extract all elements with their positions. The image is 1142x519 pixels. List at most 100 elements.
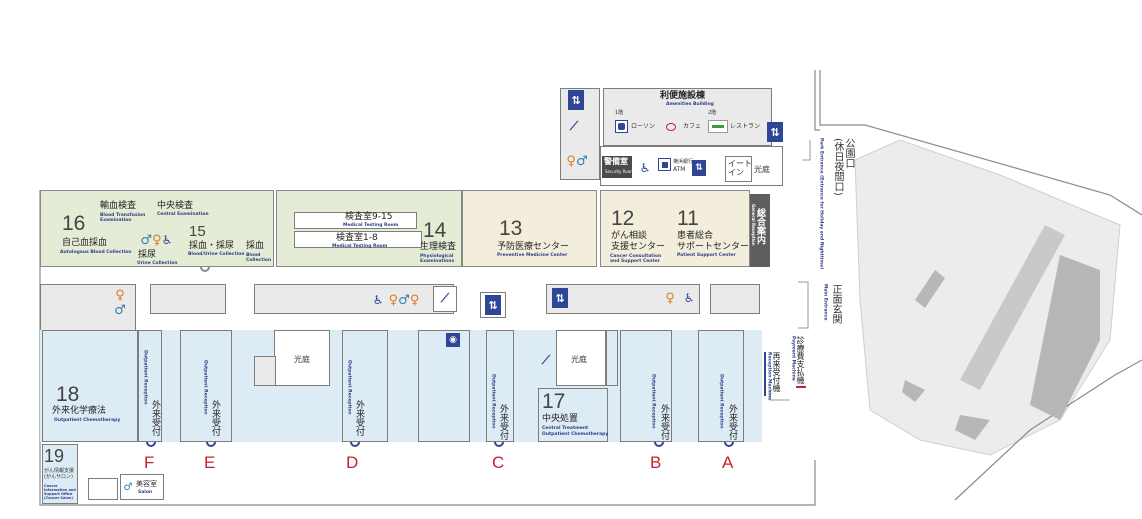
room-15-label: 採血・採尿 (189, 241, 235, 251)
elevator-icon: ⇅ (568, 90, 584, 110)
room-13-en-label: Preventive Medicine Center (497, 253, 568, 258)
bank-label: 横浜銀行 (673, 159, 694, 165)
eat-in-label: イート イン (728, 159, 752, 177)
room-12-number: 12 (611, 207, 635, 230)
middle-room (418, 330, 470, 442)
courtyard-1 (274, 330, 330, 386)
amenities-title: 利便施設棟 (660, 91, 706, 101)
courtyard-1-label: 光庭 (294, 355, 310, 364)
block-f-en-label: Outpatient Reception (142, 350, 148, 405)
block-d-en-label: Outpatient Reception (346, 360, 352, 415)
restroom-icon: ♀♂ (114, 288, 126, 318)
central-lab-en-label: Central Examination (157, 212, 209, 217)
room-12-en-label: Cancer Consultation and Support Center (610, 254, 662, 265)
west-small-block (150, 284, 226, 314)
lawson-logo (615, 120, 628, 133)
reentry-machine-label: 再来受付機 (772, 352, 781, 392)
block-e-en-label: Outpatient Reception (202, 360, 208, 415)
lawson-icon (618, 123, 625, 130)
block-c-counter (494, 442, 504, 447)
test-room-1-8-label: 検査室1-8 (336, 233, 378, 243)
room-16-label: 自己血採血 (62, 238, 108, 248)
block-e (180, 330, 232, 442)
room-17-annex (606, 330, 618, 386)
restroom-icon: ♀ (665, 290, 675, 306)
park-entrance-label: 公園口 (休日夜間口) (832, 138, 854, 196)
room-15-number: 15 (189, 223, 206, 240)
room-17 (538, 388, 608, 442)
room-16-number: 16 (62, 212, 86, 235)
block-a-en-label: Outpatient Reception (718, 374, 724, 429)
storage-block (88, 478, 118, 500)
room-16-en-label: Autologous Blood Collection (60, 250, 132, 255)
room-18-label: 外来化学療法 (52, 406, 107, 416)
elevator-icon: ⇅ (485, 295, 501, 315)
restroom-icon: ♂ (123, 481, 133, 493)
plaza-stripe (960, 225, 1065, 390)
block-a-counter (724, 442, 734, 447)
room-19-label: がん情報支援 (がんサロン) (44, 468, 75, 480)
eat-in (725, 156, 752, 182)
test-room-9-15-label: 検査室9-15 (345, 212, 393, 222)
room-14-label: 生理検査 (420, 242, 457, 252)
cafe-icon (666, 122, 676, 131)
room-18-number: 18 (56, 383, 80, 406)
room-14-number: 14 (423, 219, 447, 242)
security-room (602, 156, 632, 178)
block-f-letter: F (144, 453, 155, 472)
beauty-salon-label: 美容室 (136, 480, 157, 488)
payment-machine-en-label: Payment Machine (790, 336, 796, 381)
room-18 (42, 330, 138, 442)
floor-1-label: 1階 (615, 110, 624, 116)
restaurant-icon (712, 125, 724, 128)
nursing-icon: ◉ (446, 333, 460, 347)
courtyard-2-label: 光庭 (571, 355, 587, 364)
courtyard-2 (556, 330, 606, 386)
block-d (342, 330, 388, 442)
amenities-building (603, 88, 772, 146)
elevator-icon: ⇅ (692, 160, 706, 176)
payment-machine-label: 診療費支払機 (796, 336, 805, 384)
room-15-en-label: Blood/Urine Collection (188, 252, 245, 257)
room-19-en-label: Cancer Information and Support Office (C… (44, 484, 76, 501)
block-c-en-label: Outpatient Reception (490, 374, 496, 429)
elevator-icon: ⇅ (552, 288, 568, 308)
bank-logo (658, 158, 671, 171)
general-reception (750, 194, 770, 267)
block-f-counter (146, 442, 156, 447)
general-reception-label: 総合案内 (755, 208, 765, 244)
payment-machine-bar (796, 386, 806, 388)
room-17-label: 中央処置 (542, 414, 579, 424)
preventive-center (462, 190, 597, 267)
block-b-counter (654, 442, 664, 447)
room-19 (42, 444, 78, 504)
escalator-icon: ⟋ (541, 352, 551, 367)
restaurant-label: レストラン (730, 123, 761, 130)
block-d-label: 外来受付 (354, 400, 364, 436)
room-11-number: 11 (677, 207, 699, 230)
beauty-salon-en-label: Salon (138, 490, 153, 495)
urine-label: 採尿 (138, 250, 157, 260)
east-block (546, 284, 700, 314)
blood-en-label: Blood Collection (246, 253, 272, 264)
block-b-letter: B (650, 453, 662, 472)
room-17-number: 17 (542, 390, 566, 413)
room-14-en-label: Physiological Examinations (420, 254, 455, 265)
transfusion-en-label: Blood Transfusion Examination (100, 213, 146, 224)
block-c-label: 外来受付 (498, 404, 508, 440)
block-f (138, 330, 162, 442)
transfusion-label: 輸血検査 (100, 201, 137, 211)
reentry-machine-en-label: Reception Machine (766, 352, 772, 401)
courtyard-1-annex (254, 356, 276, 386)
security-en-label: Security Room (605, 169, 635, 174)
west-block (40, 284, 136, 332)
block-d-counter (350, 442, 360, 447)
elevator-icon: ⇅ (767, 122, 783, 142)
escalator-icon: ⟋ (440, 290, 450, 305)
block-f-label: 外来受付 (150, 400, 160, 436)
block-b (620, 330, 672, 442)
block-b-label: 外来受付 (659, 404, 669, 440)
reentry-machine-bar (764, 352, 766, 396)
restaurant-logo (708, 120, 728, 133)
